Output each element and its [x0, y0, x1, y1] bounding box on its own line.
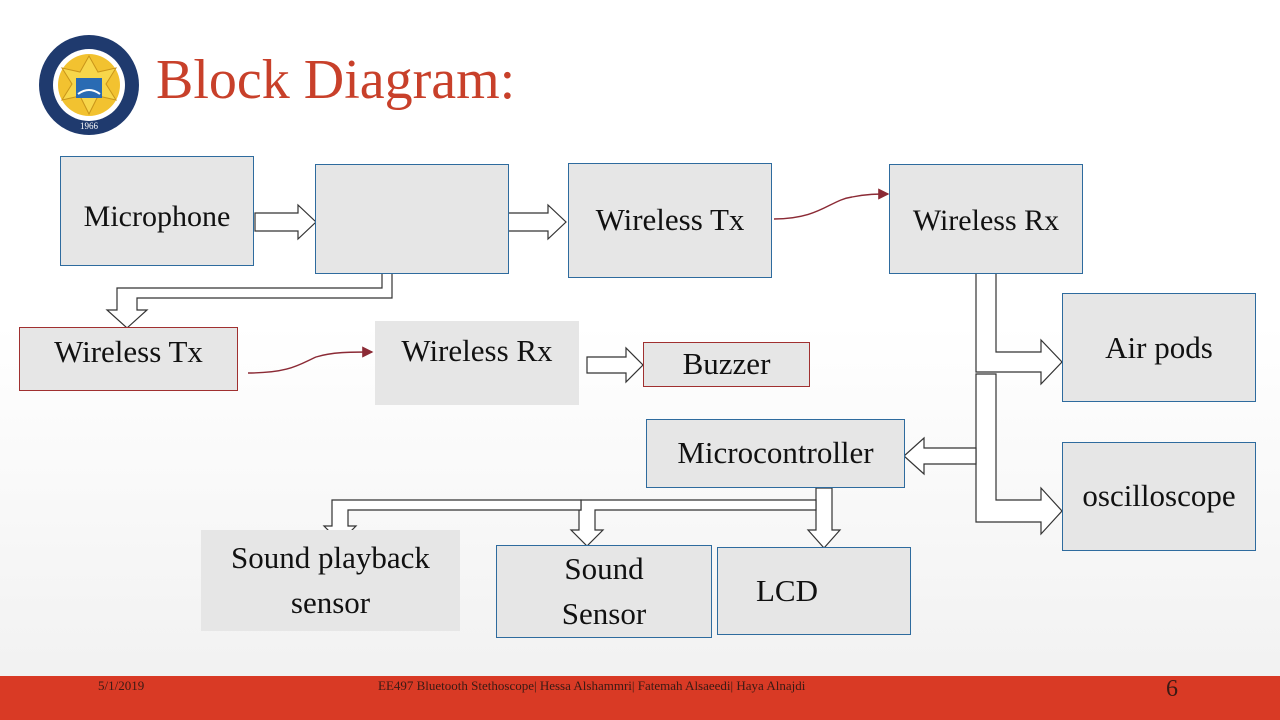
kuwait-university-logo: 1966	[39, 35, 139, 135]
footer-date: 5/1/2019	[98, 678, 145, 693]
oscilloscope-block: oscilloscope	[1062, 442, 1256, 551]
arrow-mcu-to-playback	[322, 499, 582, 543]
arrow-rx-to-buzzer	[586, 346, 644, 384]
lcd-block: LCD	[717, 547, 911, 635]
footer-bar: 5/1/2019 EE497 Bluetooth Stethoscope| He…	[0, 676, 1280, 720]
buzzer-block: Buzzer	[643, 342, 810, 387]
microphone-block: Microphone	[60, 156, 254, 266]
sound-sensor-block: Sound Sensor	[496, 545, 712, 638]
wireless-link-left	[247, 346, 374, 374]
arrow-mcu-to-sound-sensor	[569, 499, 817, 547]
wireless-rx-top-block: Wireless Rx	[889, 164, 1083, 274]
arrow-processor-to-tx	[507, 203, 567, 241]
slide-title: Block Diagram:	[156, 49, 516, 111]
sound-sensor-line2: Sensor	[561, 595, 647, 631]
footer-credits: EE497 Bluetooth Stethoscope| Hessa Alsha…	[378, 678, 806, 693]
microcontroller-block: Microcontroller	[646, 419, 905, 488]
arrow-mic-to-processor	[254, 203, 317, 241]
sound-playback-sensor-block: Sound playback sensor	[201, 530, 460, 631]
sound-playback-line2: sensor	[290, 584, 371, 620]
arrow-to-microcontroller	[903, 436, 977, 476]
wireless-rx-mid-block: Wireless Rx	[375, 321, 579, 405]
arrow-processor-to-left-tx	[105, 272, 393, 329]
page-number: 6	[1166, 676, 1178, 702]
wireless-link-top	[773, 188, 890, 220]
sound-sensor-line1: Sound	[564, 550, 644, 586]
air-pods-block: Air pods	[1062, 293, 1256, 402]
arrow-rx-to-airpods	[975, 272, 1063, 386]
arrow-mcu-to-lcd	[806, 487, 842, 549]
wireless-tx-top-block: Wireless Tx	[568, 163, 772, 278]
wireless-tx-left-block: Wireless Tx	[19, 327, 238, 391]
processor-block	[315, 164, 509, 274]
logo-year: 1966	[80, 121, 99, 131]
arrow-rx-to-oscilloscope	[975, 373, 1063, 536]
sound-playback-line1: Sound playback	[231, 539, 430, 575]
